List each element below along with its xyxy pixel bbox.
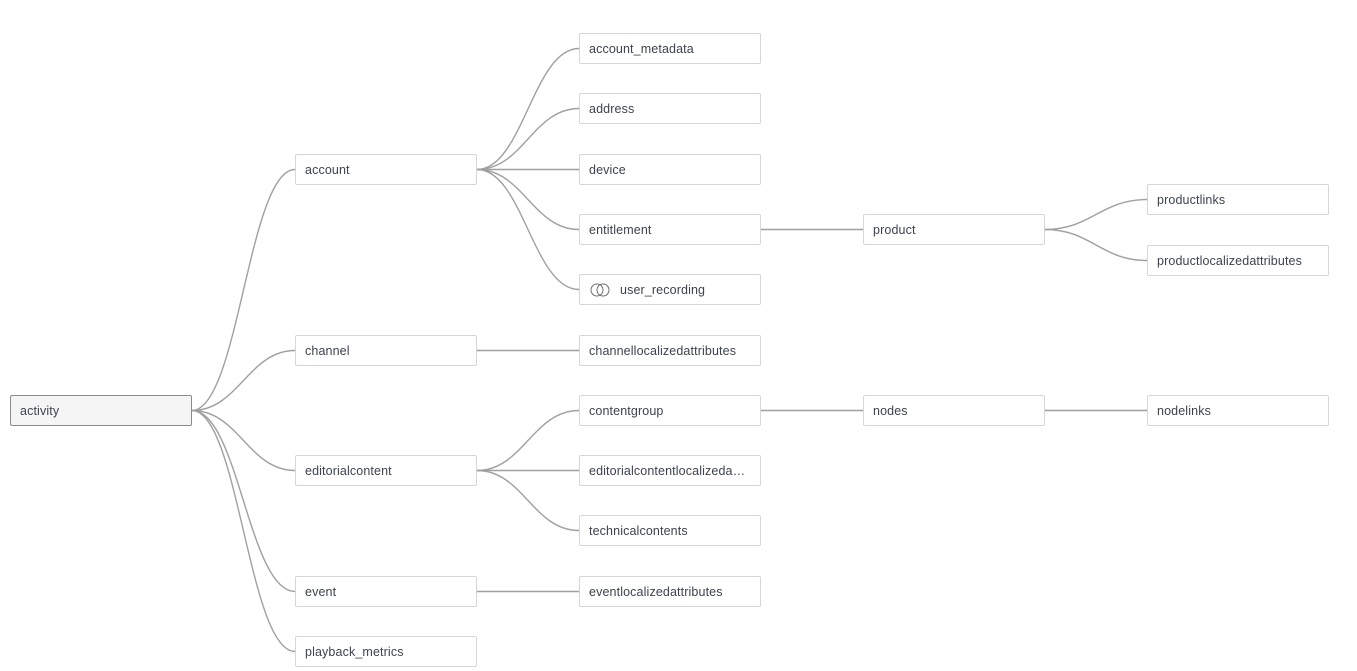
node-label: technicalcontents: [589, 523, 688, 538]
node-label: playback_metrics: [305, 644, 404, 659]
edge-account-to-account_metadata: [476, 47, 580, 171]
node-label: activity: [20, 403, 60, 418]
edge-activity-to-playback_metrics: [191, 409, 296, 653]
edge-activity-to-event: [191, 409, 296, 593]
node-contentgroup[interactable]: contentgroup: [579, 395, 761, 426]
node-label: editorialcontentlocalizeda…: [589, 463, 746, 478]
node-label: device: [589, 162, 626, 177]
node-label: editorialcontent: [305, 463, 392, 478]
node-label: nodes: [873, 403, 908, 418]
node-productlocalizedattributes[interactable]: productlocalizedattributes: [1147, 245, 1329, 276]
node-eventlocalizedattributes[interactable]: eventlocalizedattributes: [579, 576, 761, 607]
node-label: entitlement: [589, 222, 652, 237]
node-user_recording[interactable]: user_recording: [579, 274, 761, 305]
node-label: account: [305, 162, 350, 177]
edge-activity-to-channel: [191, 349, 296, 412]
node-editorialcontent[interactable]: editorialcontent: [295, 455, 477, 486]
edge-account-to-address: [476, 107, 580, 171]
node-nodelinks[interactable]: nodelinks: [1147, 395, 1329, 426]
node-entitlement[interactable]: entitlement: [579, 214, 761, 245]
node-label: product: [873, 222, 916, 237]
node-productlinks[interactable]: productlinks: [1147, 184, 1329, 215]
node-device[interactable]: device: [579, 154, 761, 185]
edge-account-to-entitlement: [476, 168, 580, 231]
node-channellocalizedattributes[interactable]: channellocalizedattributes: [579, 335, 761, 366]
node-product[interactable]: product: [863, 214, 1045, 245]
edge-activity-to-account: [191, 168, 296, 412]
node-activity[interactable]: activity: [10, 395, 192, 426]
node-nodes[interactable]: nodes: [863, 395, 1045, 426]
edge-product-to-productlocalizedattributes: [1044, 228, 1148, 262]
node-technicalcontents[interactable]: technicalcontents: [579, 515, 761, 546]
edge-product-to-productlinks: [1044, 198, 1148, 231]
edge-account-to-user_recording: [476, 168, 580, 291]
venn-circles-icon: [589, 283, 611, 297]
node-label: address: [589, 101, 635, 116]
node-label: account_metadata: [589, 41, 694, 56]
node-label: event: [305, 584, 337, 599]
edge-editorialcontent-to-contentgroup: [476, 409, 580, 472]
node-label: contentgroup: [589, 403, 664, 418]
node-label: user_recording: [620, 282, 706, 297]
node-account[interactable]: account: [295, 154, 477, 185]
node-label: nodelinks: [1157, 403, 1211, 418]
node-label: productlinks: [1157, 192, 1226, 207]
node-editorialcontentlocalizedattributes[interactable]: editorialcontentlocalizeda…: [579, 455, 761, 486]
node-playback_metrics[interactable]: playback_metrics: [295, 636, 477, 667]
node-event[interactable]: event: [295, 576, 477, 607]
node-label: channel: [305, 343, 350, 358]
node-label: channellocalizedattributes: [589, 343, 737, 358]
node-label: eventlocalizedattributes: [589, 584, 723, 599]
node-label: productlocalizedattributes: [1157, 253, 1302, 268]
node-channel[interactable]: channel: [295, 335, 477, 366]
node-address[interactable]: address: [579, 93, 761, 124]
edge-editorialcontent-to-technicalcontents: [476, 469, 580, 532]
node-account_metadata[interactable]: account_metadata: [579, 33, 761, 64]
edge-activity-to-editorialcontent: [191, 409, 296, 472]
